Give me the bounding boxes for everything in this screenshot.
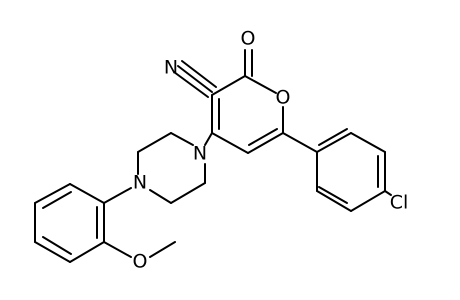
chloro-label: Cl	[390, 192, 409, 214]
cl-aryl-bond-5-double	[318, 186, 348, 204]
methoxy-bond-1	[103, 241, 132, 258]
methoxy-o-label: O	[133, 251, 148, 273]
pyranone-c5-c4	[211, 132, 249, 154]
piperazine-ring	[137, 132, 206, 204]
nitrile-n-label: N	[164, 57, 178, 79]
piperazine-bond-2	[137, 132, 172, 153]
cl-aryl-bond-5	[316, 190, 352, 212]
nitrile-bond-1	[177, 65, 213, 93]
pyranone-c2-o1	[244, 75, 277, 94]
piperazine-bond-1	[170, 132, 194, 146]
methoxy-group	[103, 241, 176, 258]
c-cl-bond	[384, 190, 392, 196]
aryl-bond-5	[69, 241, 105, 263]
aryl-bond-4-double	[42, 236, 72, 255]
methoxy-bond-2	[149, 241, 176, 258]
ring-o-label: O	[276, 87, 291, 109]
nitrile-bond-2	[173, 71, 209, 98]
piperazine-bond-5	[170, 182, 206, 204]
n-aryl-bond	[103, 187, 132, 204]
aryl-bond-4	[34, 241, 71, 263]
piperazine-n-top-label: N	[193, 143, 207, 165]
methoxyphenyl-ring	[34, 183, 105, 263]
piperazine-n-bottom-label: N	[133, 172, 147, 194]
cl-aryl-bond-1-double	[318, 128, 348, 146]
pyranone-c6-c5-double	[248, 128, 278, 146]
carbonyl-o-label: O	[241, 28, 256, 50]
c4-n-bond	[204, 132, 213, 146]
cl-aryl-bond-1	[316, 132, 352, 153]
pyranone-c3-c2	[211, 75, 246, 96]
aryl-bond-2	[34, 183, 71, 204]
chlorophenyl-ring	[316, 128, 386, 212]
aryl-bond-2-double	[42, 191, 72, 209]
aryl-bond-1	[69, 183, 105, 204]
piperazine-bond-4	[149, 189, 172, 204]
nitrile-group	[173, 60, 217, 98]
pyranone-c6-c5	[247, 132, 284, 154]
nitrile-bond-3	[181, 60, 217, 88]
cl-aryl-bond-2	[350, 132, 386, 153]
pyranone-ring	[211, 49, 284, 154]
c6-aryl-bond	[282, 132, 318, 153]
cl-aryl-bond-4	[350, 190, 386, 212]
